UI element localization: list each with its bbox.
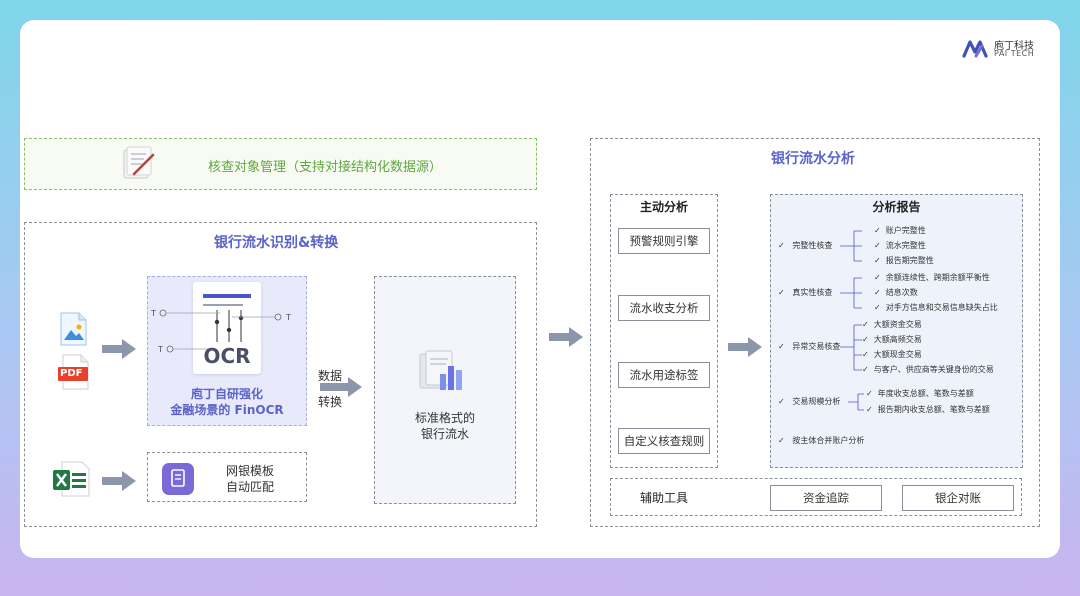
template-caption: 网银模板 自动匹配 bbox=[210, 463, 290, 495]
report-item-label: 报告期内收支总额、笔数与差额 bbox=[877, 405, 990, 414]
finocr-caption-line1: 庖丁自研强化 bbox=[190, 387, 263, 401]
recognition-section bbox=[24, 222, 537, 527]
active-item-custom-rules: 自定义核查规则 bbox=[618, 428, 710, 454]
report-item: ✓ 与客户、供应商等关键身份的交易 bbox=[862, 365, 994, 374]
report-item: ✓ 大额资金交易 bbox=[862, 320, 922, 329]
report-item-label: 余额连续性、跨期余额平衡性 bbox=[885, 273, 990, 282]
arrow-to-analysis-icon bbox=[549, 327, 583, 347]
report-tree-lines bbox=[840, 230, 864, 411]
data-convert-label: 数据 转换 bbox=[318, 366, 342, 412]
report-group-authenticity: ✓ 真实性核查 bbox=[778, 288, 833, 297]
bank-analysis-title: 银行流水分析 bbox=[771, 151, 855, 167]
fund-tracking-button[interactable]: 资金追踪 bbox=[770, 485, 882, 511]
report-group-abnormal-label: 异常交易核查 bbox=[792, 342, 841, 351]
aux-tools-title: 辅助工具 bbox=[640, 491, 689, 505]
standard-format-caption: 标准格式的 银行流水 bbox=[380, 410, 510, 442]
active-analysis-title: 主动分析 bbox=[639, 200, 688, 214]
svg-text:T: T bbox=[285, 313, 291, 322]
recognition-title: 银行流水识别&转换 bbox=[214, 235, 339, 251]
report-item: ✓ 报告期内收支总额、笔数与差额 bbox=[866, 405, 990, 414]
report-item: ✓ 余额连续性、跨期余额平衡性 bbox=[874, 273, 990, 282]
standard-format-box bbox=[374, 276, 516, 504]
report-item-label: 对手方信息和交易信息缺失占比 bbox=[885, 303, 998, 312]
pai-logo-icon bbox=[962, 40, 988, 58]
report-item-label: 与客户、供应商等关键身份的交易 bbox=[873, 365, 994, 374]
bank-reconcile-button[interactable]: 银企对账 bbox=[902, 485, 1014, 511]
report-item-label: 账户完整性 bbox=[885, 226, 926, 235]
template-caption-line1: 网银模板 bbox=[225, 464, 274, 478]
brand-name-en: PAI TECH bbox=[994, 49, 1035, 58]
active-item-warning-engine: 预警规则引擎 bbox=[618, 228, 710, 254]
data-convert-line1: 数据 bbox=[318, 369, 343, 383]
svg-text:T: T bbox=[157, 345, 163, 354]
report-item-label: 大额现金交易 bbox=[873, 350, 922, 359]
report-item: ✓ 账户完整性 bbox=[874, 226, 926, 235]
arrow-data-convert-icon bbox=[320, 377, 362, 397]
report-item: ✓ 结息次数 bbox=[874, 288, 918, 297]
svg-text:T: T bbox=[150, 309, 156, 318]
management-bar bbox=[24, 138, 537, 190]
brand-name-cn: 庖丁科技 bbox=[994, 41, 1034, 52]
pdf-file-icon: PDF bbox=[57, 354, 91, 394]
excel-file-icon bbox=[52, 460, 90, 502]
active-item-income-expense: 流水收支分析 bbox=[618, 295, 710, 321]
ocr-scan-lines-icon: T T T bbox=[150, 309, 291, 354]
bank-analysis-section bbox=[590, 138, 1040, 527]
ocr-text: OCR bbox=[203, 344, 251, 368]
finocr-caption-line2: 金融场景的 FinOCR bbox=[170, 403, 284, 417]
report-item: ✓ 对手方信息和交易信息缺失占比 bbox=[874, 303, 998, 312]
analysis-report-box bbox=[770, 194, 1023, 468]
report-title: 分析报告 bbox=[872, 200, 921, 214]
report-group-integrity-label: 完整性核查 bbox=[792, 241, 833, 250]
pdf-label: PDF bbox=[60, 368, 83, 379]
brand-logo: 庖丁科技 PAI TECH bbox=[962, 36, 1042, 62]
template-doc-icon bbox=[162, 463, 194, 495]
report-item: ✓ 年度收支总额、笔数与差额 bbox=[866, 389, 974, 398]
report-group-merge: ✓ 按主体合并账户分析 bbox=[778, 436, 865, 445]
standard-caption-line2: 银行流水 bbox=[420, 427, 469, 441]
arrow-to-report-icon bbox=[728, 337, 762, 357]
template-caption-line2: 自动匹配 bbox=[225, 480, 274, 494]
active-item-usage-tag: 流水用途标签 bbox=[618, 362, 710, 388]
report-item-label: 流水完整性 bbox=[885, 241, 926, 250]
report-item-label: 报告期完整性 bbox=[885, 256, 934, 265]
report-group-abnormal: ✓ 异常交易核查 bbox=[778, 342, 841, 351]
data-convert-line2: 转换 bbox=[318, 395, 343, 409]
report-group-merge-label: 按主体合并账户分析 bbox=[792, 436, 865, 445]
report-item-label: 大额高频交易 bbox=[873, 335, 922, 344]
report-group-scale-label: 交易规模分析 bbox=[792, 397, 841, 406]
report-item: ✓ 大额现金交易 bbox=[862, 350, 922, 359]
ocr-document-icon bbox=[193, 282, 261, 374]
report-item-label: 大额资金交易 bbox=[873, 320, 922, 329]
active-analysis-box bbox=[610, 194, 718, 468]
report-item-label: 结息次数 bbox=[885, 288, 918, 297]
report-group-scale: ✓ 交易规模分析 bbox=[778, 397, 841, 406]
image-file-icon bbox=[59, 312, 87, 350]
arrow-to-ocr-icon bbox=[102, 339, 136, 359]
document-pen-icon bbox=[120, 144, 156, 182]
report-group-integrity: ✓ 完整性核查 bbox=[778, 241, 833, 250]
management-label: 核查对象管理（支持对接结构化数据源） bbox=[208, 160, 443, 175]
report-item: ✓ 大额高频交易 bbox=[862, 335, 922, 344]
arrow-to-template-icon bbox=[102, 471, 136, 491]
standard-statement-icon bbox=[418, 350, 470, 398]
aux-tools-box bbox=[610, 478, 1022, 516]
report-group-authenticity-label: 真实性核查 bbox=[792, 288, 833, 297]
report-item-label: 年度收支总额、笔数与差额 bbox=[877, 389, 974, 398]
report-item: ✓ 报告期完整性 bbox=[874, 256, 934, 265]
standard-caption-line1: 标准格式的 bbox=[414, 411, 475, 425]
report-item: ✓ 流水完整性 bbox=[874, 241, 926, 250]
template-match-box bbox=[147, 452, 307, 502]
finocr-caption: 庖丁自研强化 金融场景的 FinOCR bbox=[152, 386, 302, 418]
